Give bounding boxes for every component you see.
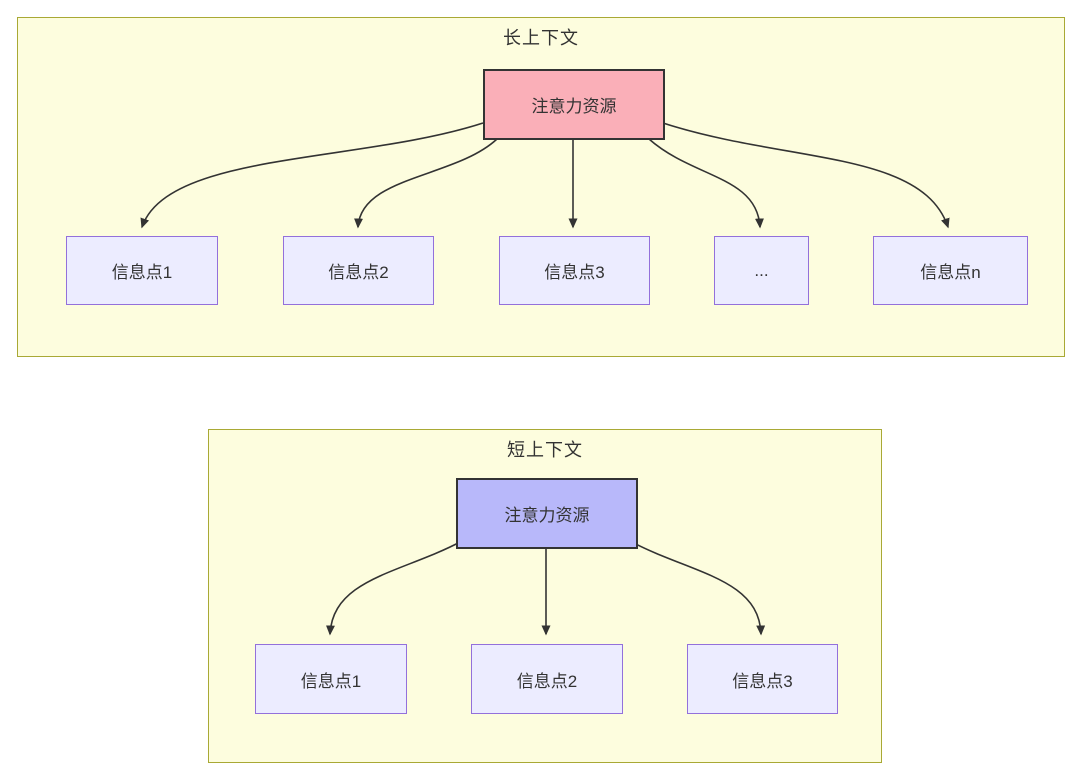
panel-long-title: 长上下文 [503, 28, 579, 48]
node-attention-long: 注意力资源 [483, 69, 665, 140]
node-info-short-2: 信息点2 [471, 644, 623, 714]
node-info-long-1: 信息点1 [66, 236, 218, 305]
panel-short-title: 短上下文 [507, 440, 583, 460]
node-info-long-3: 信息点3 [499, 236, 650, 305]
node-info-long-ellipsis: ... [714, 236, 809, 305]
node-attention-short: 注意力资源 [456, 478, 638, 549]
node-info-long-2: 信息点2 [283, 236, 434, 305]
node-info-short-1: 信息点1 [255, 644, 407, 714]
node-info-short-3: 信息点3 [687, 644, 838, 714]
panel-short-context: 短上下文 注意力资源 信息点1 信息点2 信息点3 [208, 429, 882, 763]
panel-long-context: 长上下文 注意力资源 信息点1 信息点2 信息点3 ... 信息点n [17, 17, 1065, 357]
node-info-long-n: 信息点n [873, 236, 1028, 305]
